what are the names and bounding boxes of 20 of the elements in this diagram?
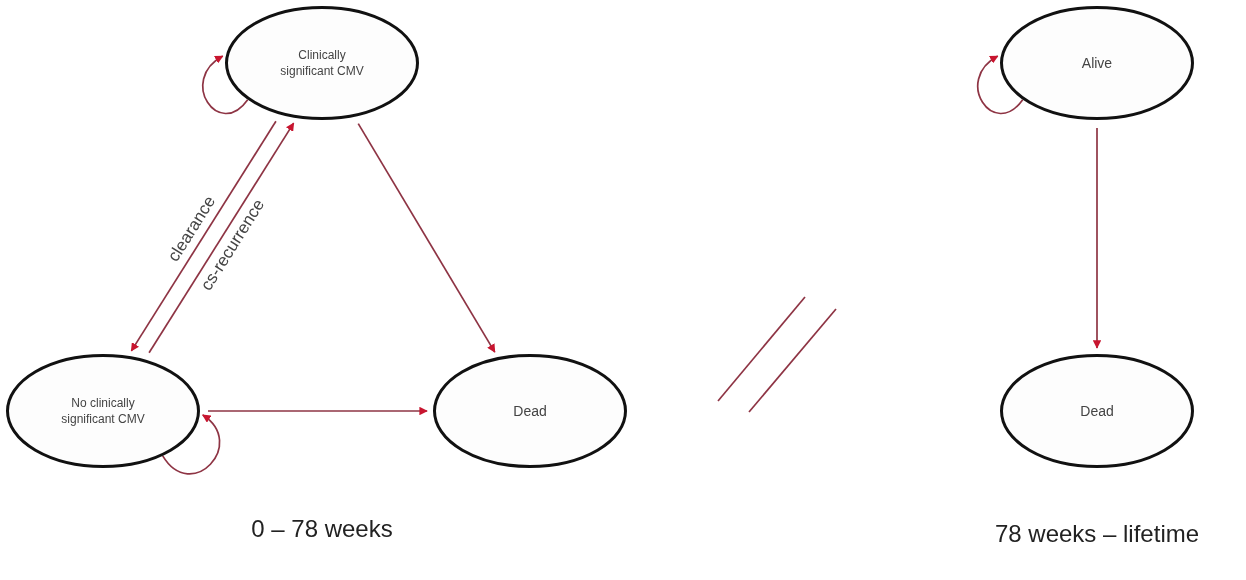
arrow xyxy=(130,120,277,352)
state-ellipse xyxy=(1000,6,1194,120)
arrow xyxy=(1092,127,1102,349)
state-ellipse xyxy=(433,354,627,468)
arrow xyxy=(207,406,428,416)
state-label: Alive xyxy=(1081,53,1113,73)
period-label: 0 – 78 weeks xyxy=(251,515,393,543)
arrow xyxy=(357,122,496,353)
self-loop-arrow xyxy=(161,414,221,475)
state-label: No clinically significant CMV xyxy=(60,394,146,428)
period-label: 78 weeks – lifetime xyxy=(994,520,1200,548)
state-label: Dead xyxy=(513,401,547,421)
self-loop-arrow xyxy=(201,55,249,115)
state-label: Clinically significant CMV xyxy=(279,46,365,80)
arrow xyxy=(148,122,295,354)
state-ellipse xyxy=(225,6,419,120)
self-loop-arrow xyxy=(976,55,1024,115)
state-label: Dead xyxy=(1080,401,1114,421)
state-ellipse xyxy=(1000,354,1194,468)
state-ellipse xyxy=(6,354,200,468)
